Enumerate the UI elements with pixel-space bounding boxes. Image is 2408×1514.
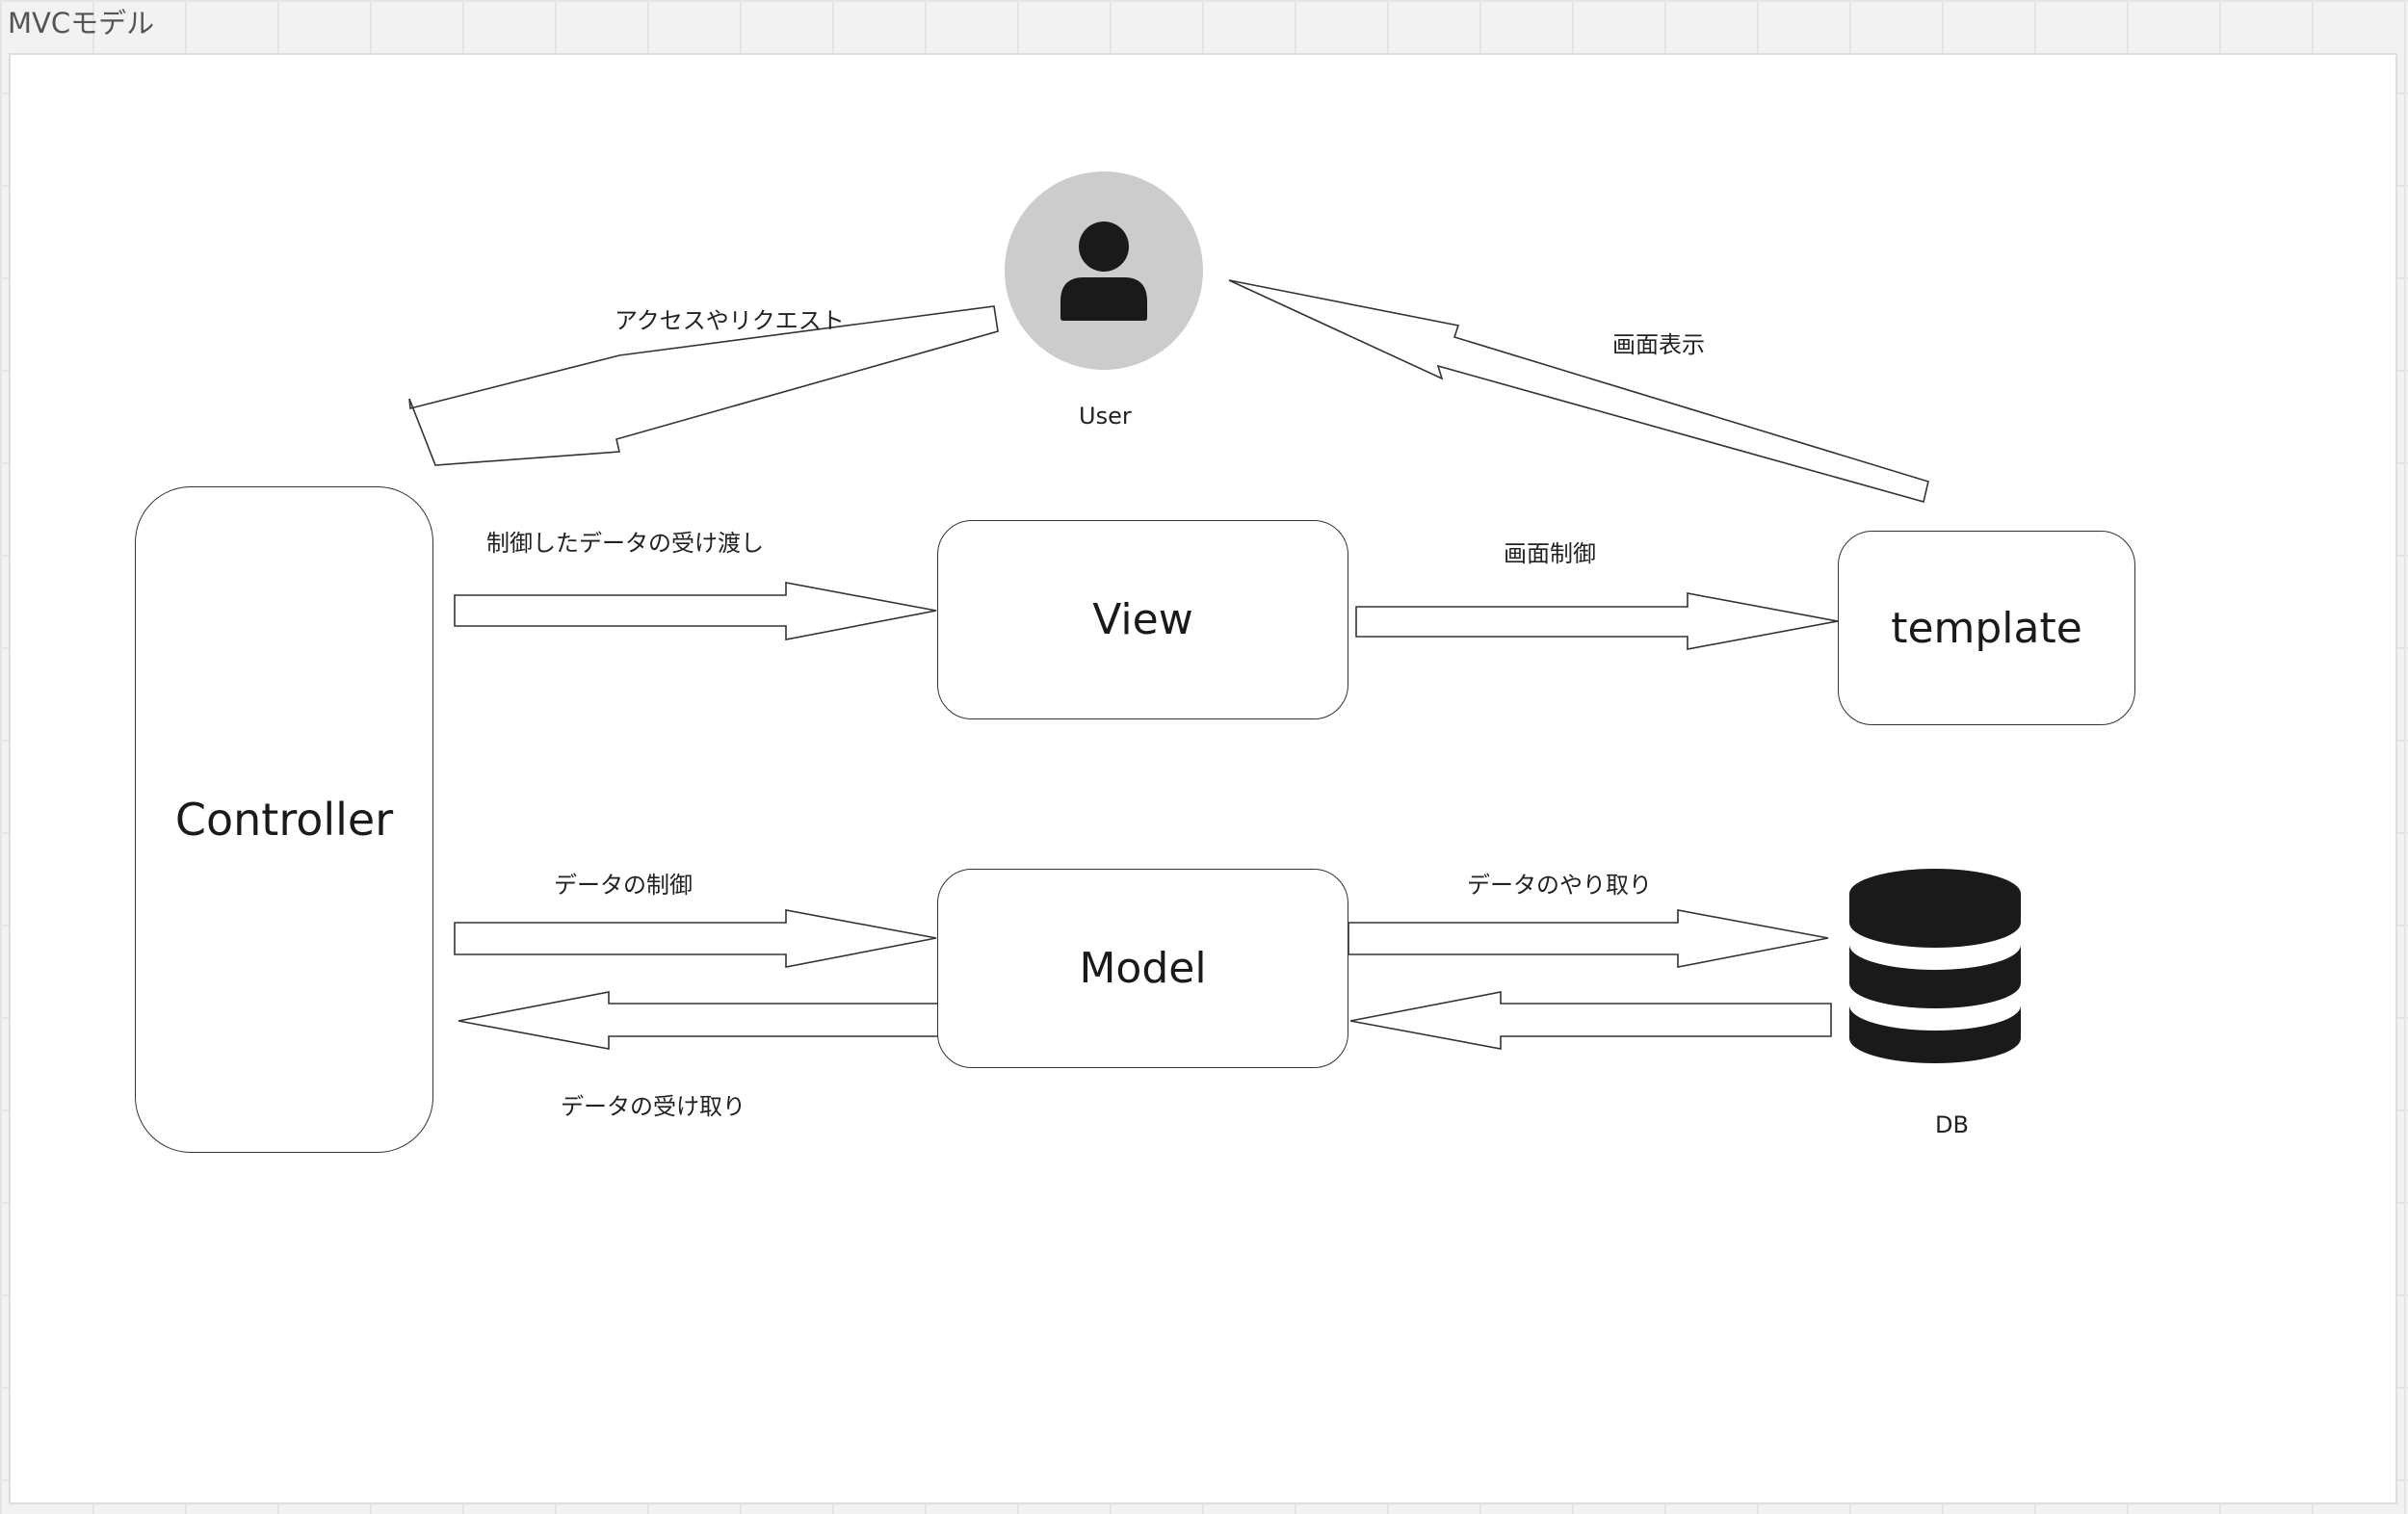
frame-title: MVCモデル <box>8 7 155 39</box>
model-box[interactable]: Model <box>937 869 1348 1068</box>
person-icon <box>1060 222 1147 321</box>
label-screen-control: 画面制御 <box>1504 540 1596 567</box>
arrow-data-exchange-out[interactable] <box>1348 909 1829 968</box>
arrow-screen-control[interactable] <box>1355 592 1839 650</box>
label-data-control: データの制御 <box>554 872 693 899</box>
arrow-access-request[interactable] <box>408 305 999 466</box>
arrow-pass-data[interactable] <box>454 582 937 640</box>
model-label: Model <box>1079 944 1207 993</box>
arrow-data-receive[interactable] <box>458 991 939 1050</box>
view-box[interactable]: View <box>937 520 1348 719</box>
user-label: User <box>1079 403 1132 430</box>
arrow-screen-display[interactable] <box>1228 279 1929 503</box>
db-label: DB <box>1935 1111 1969 1138</box>
label-data-receive: データの受け取り <box>561 1093 746 1120</box>
arrow-data-control[interactable] <box>454 909 937 968</box>
template-label: template <box>1891 603 2082 653</box>
label-access-request: アクセスやリクエスト <box>615 307 845 334</box>
label-pass-data: 制御したデータの受け渡し <box>486 530 764 557</box>
controller-label: Controller <box>174 794 394 846</box>
label-screen-display: 画面表示 <box>1612 331 1705 358</box>
arrow-data-exchange-in[interactable] <box>1349 991 1832 1050</box>
label-data-exchange: データのやり取り <box>1467 872 1652 899</box>
controller-box[interactable]: Controller <box>135 486 433 1153</box>
view-label: View <box>1092 595 1193 644</box>
db-node[interactable] <box>1847 867 2023 1064</box>
database-icon <box>1849 869 2021 1063</box>
user-node[interactable] <box>1005 171 1203 370</box>
template-box[interactable]: template <box>1838 531 2135 725</box>
